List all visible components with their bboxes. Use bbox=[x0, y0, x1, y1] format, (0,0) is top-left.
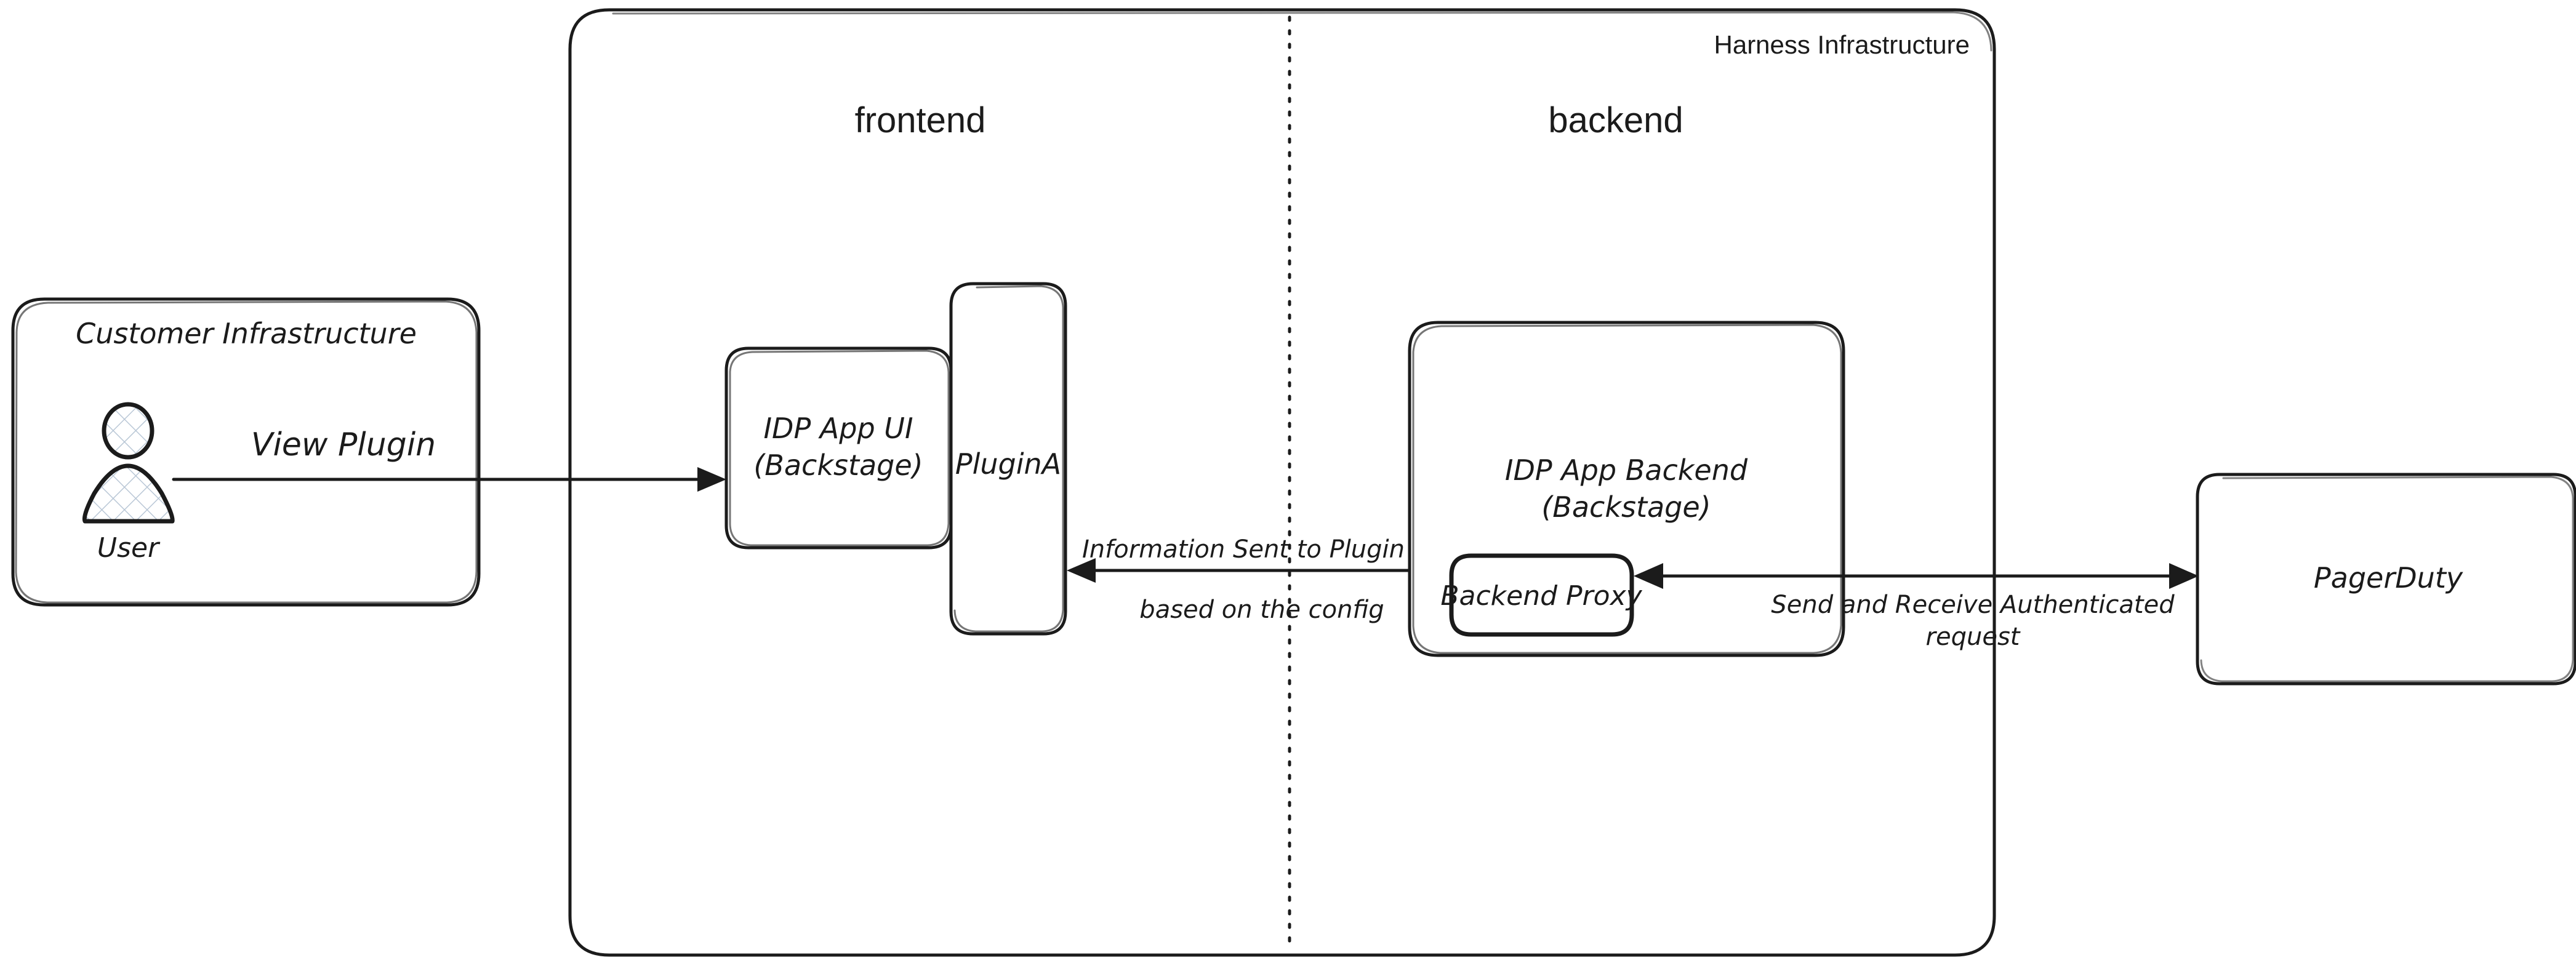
connector-view-plugin bbox=[172, 467, 726, 492]
information-sent-label-line1: Information Sent to Plugin bbox=[1082, 535, 1405, 564]
connector-information-sent bbox=[1067, 558, 1411, 583]
view-plugin-label: View Plugin bbox=[251, 426, 436, 463]
idp-app-ui-border bbox=[724, 346, 953, 550]
backend-proxy-node[interactable]: Backend Proxy bbox=[1440, 553, 1643, 637]
authenticated-request-arrowhead-right bbox=[2169, 563, 2199, 589]
idp-app-backend-border bbox=[1408, 321, 1845, 657]
pagerduty-label: PagerDuty bbox=[2314, 561, 2463, 594]
pagerduty-border bbox=[2196, 473, 2576, 686]
harness-infrastructure-border-sketch bbox=[612, 11, 1992, 52]
zone-label-frontend: frontend bbox=[855, 100, 986, 140]
authenticated-request-label-line2: request bbox=[1926, 623, 2021, 651]
information-sent-label-line2: based on the config bbox=[1139, 596, 1384, 624]
idp-app-backend-node[interactable]: IDP App Backend (Backstage) bbox=[1408, 321, 1845, 657]
user-label: User bbox=[97, 532, 161, 564]
idp-app-backend-label-line1: IDP App Backend bbox=[1505, 454, 1748, 487]
customer-infrastructure-border bbox=[11, 297, 481, 607]
idp-app-ui-label-line2: (Backstage) bbox=[753, 449, 923, 482]
idp-app-ui-node[interactable]: IDP App UI (Backstage) bbox=[724, 346, 953, 550]
idp-app-backend-label-line2: (Backstage) bbox=[1541, 490, 1711, 524]
user-head-icon bbox=[102, 402, 154, 460]
plugin-a-node[interactable]: PluginA bbox=[949, 282, 1067, 636]
harness-infrastructure-label: Harness Infrastructure bbox=[1714, 30, 1970, 59]
pagerduty-border-sketch bbox=[2200, 476, 2574, 682]
idp-app-backend-border-sketch bbox=[1412, 324, 1842, 654]
authenticated-request-arrowhead-left bbox=[1634, 563, 1663, 589]
authenticated-request-label-line1: Send and Receive Authenticated bbox=[1771, 591, 2175, 619]
user-person-icon bbox=[82, 402, 175, 524]
pagerduty-node[interactable]: PagerDuty bbox=[2196, 473, 2576, 686]
backend-proxy-border bbox=[1449, 553, 1634, 637]
customer-infrastructure-container bbox=[11, 297, 481, 607]
plugin-a-border bbox=[949, 282, 1067, 636]
plugin-a-label: PluginA bbox=[955, 447, 1061, 481]
harness-infrastructure-container bbox=[568, 8, 1996, 957]
plugin-a-border-sketch bbox=[953, 285, 1064, 633]
zone-label-backend: backend bbox=[1548, 100, 1683, 140]
backend-proxy-label: Backend Proxy bbox=[1440, 580, 1642, 612]
information-sent-arrowhead bbox=[1067, 558, 1096, 583]
view-plugin-arrowhead bbox=[697, 467, 726, 492]
user-body-icon bbox=[82, 463, 175, 524]
harness-infrastructure-border bbox=[568, 8, 1996, 957]
customer-infrastructure-label: Customer Infrastructure bbox=[76, 317, 417, 350]
connector-authenticated-request bbox=[1634, 563, 2199, 589]
idp-app-ui-label-line1: IDP App UI bbox=[763, 412, 913, 445]
customer-infrastructure-border-sketch bbox=[15, 300, 478, 604]
idp-app-ui-border-sketch bbox=[729, 350, 950, 546]
